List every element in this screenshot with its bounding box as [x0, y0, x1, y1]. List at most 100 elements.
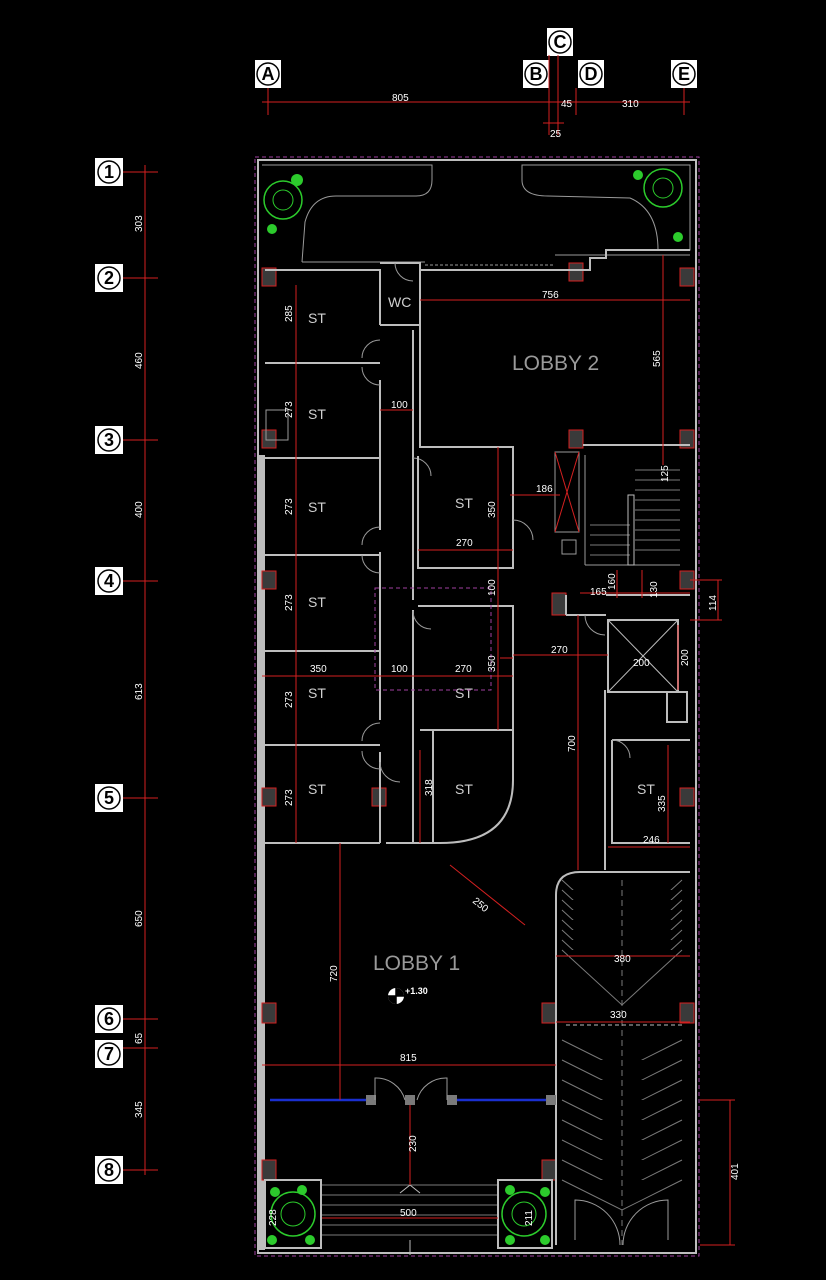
grid-marker-B: B	[523, 60, 549, 88]
storage-unit-right	[611, 739, 690, 844]
grid-marker-A: A	[255, 60, 281, 88]
planter-left	[264, 1179, 322, 1249]
dim-row-1-2: 303	[134, 215, 145, 232]
dim-row-6-7: 65	[134, 1032, 145, 1044]
grid-marker-6: 6	[95, 1005, 123, 1033]
dim-273: 273	[284, 789, 295, 806]
dim-250: 250	[470, 896, 490, 915]
lobby-2: LOBBY 2	[419, 249, 690, 446]
grid-marker-2: 2	[95, 264, 123, 292]
top-dimension-lines: 805 45 310 25	[262, 55, 690, 140]
wc-room: WC	[380, 262, 421, 326]
level-marker-icon	[388, 988, 404, 1004]
storage-labels: ST ST ST ST ST ST ST ST ST ST	[308, 310, 655, 797]
dim-row-7-8: 345	[134, 1101, 145, 1118]
dim-160: 160	[607, 573, 618, 590]
grid-marker-E: E	[671, 60, 697, 88]
dim-565: 565	[652, 350, 663, 367]
stair-core	[554, 451, 690, 636]
dim-100: 100	[391, 400, 408, 411]
room-label-st: ST	[308, 406, 326, 422]
grid-marker-8: 8	[95, 1156, 123, 1184]
dim-756: 756	[542, 290, 559, 301]
dim-246: 246	[643, 835, 660, 846]
left-dimension-lines: 303 460 400 613 650 65 345	[123, 165, 158, 1175]
dim-285: 285	[284, 305, 295, 322]
level-marker-text: +1.30	[405, 986, 428, 996]
dim-350: 350	[310, 664, 327, 675]
dim-165: 165	[590, 587, 607, 598]
dim-318: 318	[424, 779, 435, 796]
dim-row-3-4: 400	[134, 501, 145, 518]
dim-186: 186	[536, 484, 553, 495]
storage-units-left	[265, 269, 432, 844]
room-label-st: ST	[308, 594, 326, 610]
grid-label-B: B	[530, 64, 543, 84]
dim-114: 114	[708, 595, 719, 611]
tree-icon	[263, 180, 303, 220]
dim-401: 401	[730, 1163, 741, 1180]
grid-label-D: D	[585, 64, 598, 84]
room-label-st: ST	[455, 495, 473, 511]
dim-211: 211	[524, 1210, 535, 1226]
grid-label-7: 7	[104, 1044, 114, 1064]
grid-marker-5: 5	[95, 784, 123, 812]
room-label-lobby-2: LOBBY 2	[512, 352, 599, 375]
interior-dimension-texts: 285 756 565 273 273 273 273 273 100 125 …	[268, 290, 741, 1226]
grid-label-1: 1	[104, 162, 114, 182]
dim-330: 330	[610, 1010, 627, 1021]
dim-380: 380	[614, 954, 631, 965]
grid-column-markers: A B C D E	[255, 28, 697, 88]
parking-ramp	[555, 871, 690, 1246]
grid-label-5: 5	[104, 788, 114, 808]
dim-row-2-3: 460	[134, 352, 145, 369]
dim-273: 273	[284, 498, 295, 515]
room-label-st: ST	[308, 685, 326, 701]
room-label-st: ST	[308, 499, 326, 515]
dim-row-5-6: 650	[134, 910, 145, 927]
planter-right	[497, 1179, 553, 1249]
grid-label-8: 8	[104, 1160, 114, 1180]
room-label-wc: WC	[388, 294, 411, 310]
dim-270: 270	[456, 538, 473, 549]
grid-label-2: 2	[104, 268, 114, 288]
tree-icon	[270, 1191, 316, 1237]
dim-228: 228	[268, 1209, 279, 1226]
dim-270: 270	[455, 664, 472, 675]
dim-130: 130	[649, 581, 660, 598]
grid-label-6: 6	[104, 1009, 114, 1029]
storage-units-middle	[386, 300, 534, 844]
room-label-st: ST	[308, 781, 326, 797]
grid-marker-D: D	[578, 60, 604, 88]
dim-500: 500	[400, 1208, 417, 1219]
room-label-lobby-1: LOBBY 1	[373, 952, 460, 975]
dim-row-4-5: 613	[134, 683, 145, 700]
lobby-1: LOBBY 1 +1.30	[262, 842, 557, 1105]
grid-marker-7: 7	[95, 1040, 123, 1068]
room-label-st: ST	[455, 781, 473, 797]
dim-273: 273	[284, 594, 295, 611]
dim-720: 720	[329, 965, 340, 982]
dim-d-e: 310	[622, 99, 639, 110]
dim-815: 815	[400, 1053, 417, 1064]
dim-700: 700	[567, 735, 578, 752]
grid-marker-4: 4	[95, 567, 123, 595]
dim-125: 125	[660, 465, 671, 482]
tree-icon	[501, 1191, 547, 1237]
grid-label-A: A	[262, 64, 275, 84]
room-label-st: ST	[455, 685, 473, 701]
tree-icon	[643, 168, 683, 208]
grid-label-3: 3	[104, 430, 114, 450]
dim-230: 230	[408, 1135, 419, 1152]
grid-row-markers: 1 2 3 4 5 6 7 8	[95, 158, 123, 1184]
dim-335: 335	[657, 795, 668, 812]
dim-100: 100	[391, 664, 408, 675]
dim-c-d: 45	[561, 99, 573, 110]
dim-270: 270	[551, 645, 568, 656]
grid-marker-C: C	[547, 28, 573, 56]
dim-350: 350	[487, 501, 498, 518]
dim-350: 350	[487, 655, 498, 672]
grid-label-4: 4	[104, 571, 114, 591]
grid-label-C: C	[554, 32, 567, 52]
